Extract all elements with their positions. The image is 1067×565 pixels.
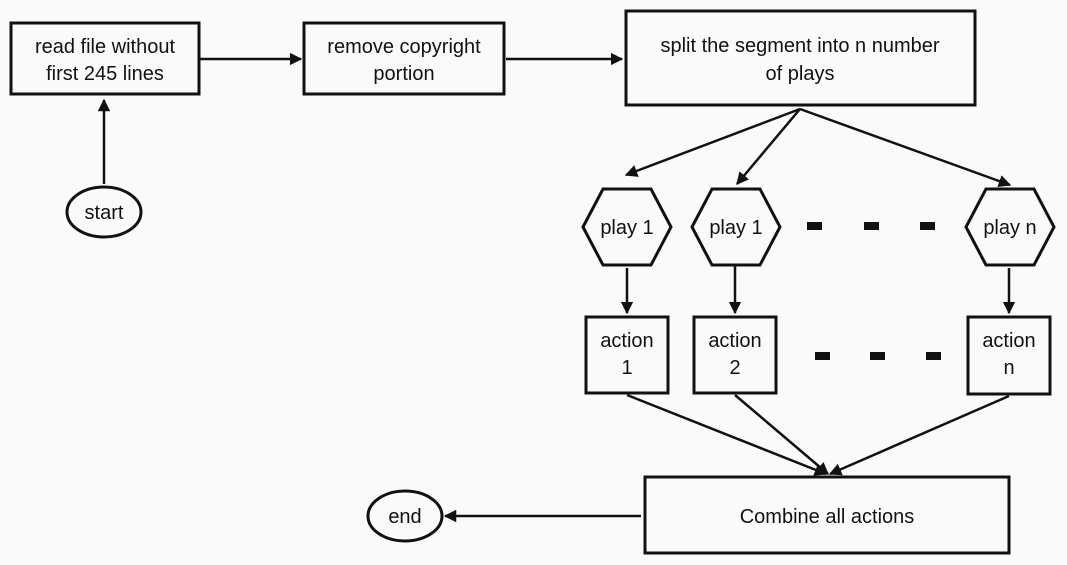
ellipsis-dash: [870, 352, 885, 360]
edge-action-2-to-combine: [734, 394, 829, 475]
node-play-a-label: play 1: [600, 217, 653, 239]
node-play-b: play 1: [690, 187, 782, 267]
ellipsis-dash: [920, 222, 935, 230]
ellipsis-dashes-actions: [815, 352, 941, 360]
node-play-a: play 1: [581, 187, 673, 267]
node-play-b-label: play 1: [709, 217, 762, 239]
node-remove-copyright-line-1: remove copyright: [327, 36, 481, 58]
node-play-n-label: play n: [983, 217, 1036, 239]
node-start-label: start: [85, 202, 124, 224]
node-action-1-line-1: action: [600, 330, 653, 352]
node-combine: Combine all actions: [643, 475, 1011, 555]
ellipsis-dash: [815, 352, 830, 360]
node-combine-label: Combine all actions: [740, 506, 915, 528]
node-action-1-line-2: 1: [621, 357, 632, 379]
edges: [97, 52, 1016, 523]
node-remove-copyright-line-2: portion: [373, 63, 434, 85]
node-action-n: action n: [966, 315, 1052, 396]
node-read-file-line-1: read file without: [35, 36, 176, 58]
node-action-1: action 1: [584, 315, 670, 395]
node-action-2-line-1: action: [708, 330, 761, 352]
node-split-segment: split the segment into n number of plays: [624, 9, 977, 107]
edge-action-1-to-combine: [626, 393, 828, 476]
ellipsis-dash: [807, 222, 822, 230]
node-split-segment-line-2: of plays: [766, 63, 835, 85]
node-action-n-line-2: n: [1003, 357, 1014, 379]
node-read-file-line-2: first 245 lines: [46, 63, 164, 85]
edge-split-to-play-a: [624, 107, 801, 177]
node-end-label: end: [388, 506, 421, 528]
node-remove-copyright: remove copyright portion: [302, 21, 506, 96]
ellipsis-dash: [926, 352, 941, 360]
ellipsis-dashes-plays: [807, 222, 935, 230]
edge-action-n-to-combine: [828, 394, 1010, 476]
node-split-segment-line-1: split the segment into n number: [660, 35, 939, 57]
ellipsis-dash: [864, 222, 879, 230]
node-end: end: [366, 489, 444, 543]
node-read-file: read file without first 245 lines: [9, 21, 201, 96]
node-action-n-line-1: action: [982, 330, 1035, 352]
node-action-2-line-2: 2: [729, 357, 740, 379]
node-start: start: [65, 185, 143, 239]
edge-split-to-play-n: [799, 107, 1012, 188]
node-action-2: action 2: [692, 315, 778, 395]
edge-split-to-play-b: [736, 108, 801, 185]
node-play-n: play n: [964, 187, 1056, 267]
